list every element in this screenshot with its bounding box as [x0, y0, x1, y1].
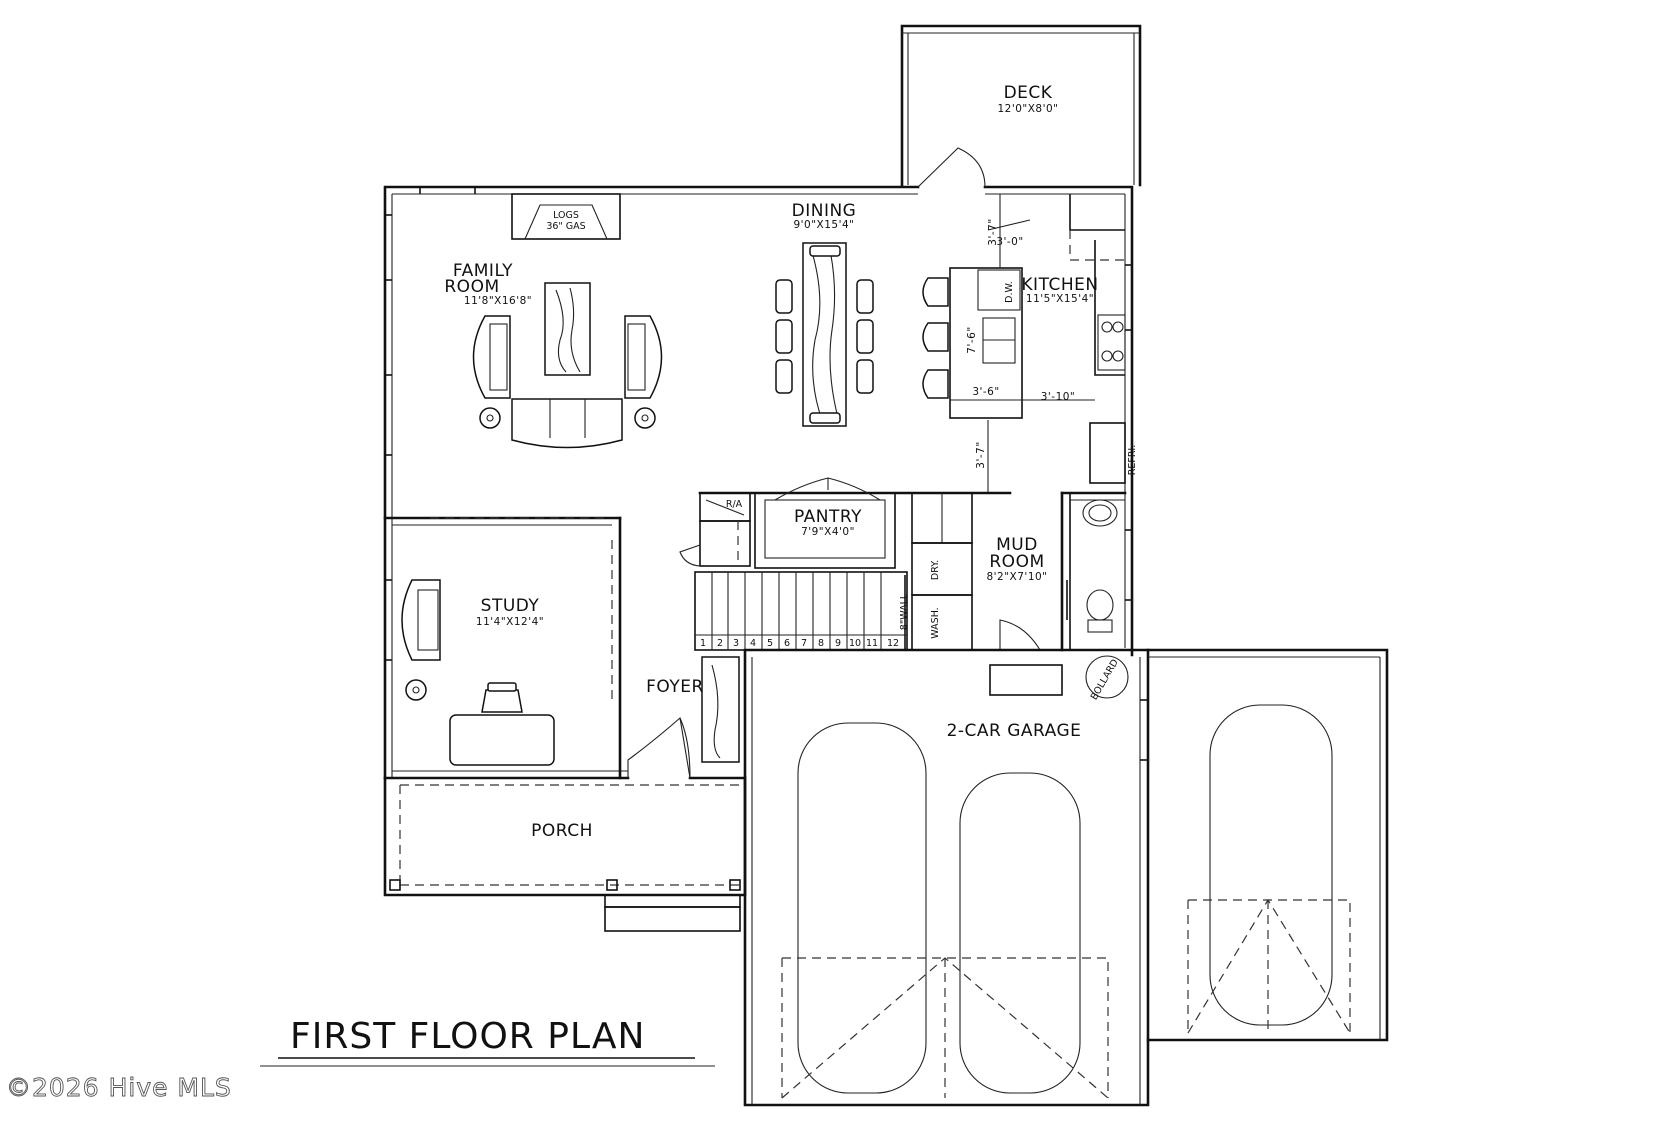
- step-number: 3: [733, 638, 739, 649]
- pantry-label: PANTRY: [794, 507, 862, 527]
- gas-label: 36" GAS: [546, 221, 585, 232]
- step-number: 9: [835, 638, 841, 649]
- step-number: 4: [750, 638, 756, 649]
- step-number: 11: [866, 638, 878, 649]
- mud-room-label-2: ROOM: [989, 552, 1044, 572]
- kitchen-island: D.W.: [922, 267, 1023, 419]
- dining-label: DINING: [792, 201, 857, 221]
- return-air-label: R/A: [726, 499, 743, 510]
- plan-title-block: FIRST FLOOR PLAN: [260, 1016, 715, 1067]
- family-room-size: 11'8"X16'8": [464, 295, 532, 307]
- garage: BOLLARD: [743, 648, 1389, 1107]
- deck-size: 12'0"X8'0": [997, 103, 1058, 115]
- family-room-label-1: FAMILY: [453, 261, 513, 281]
- dim-3-7-bottom: 3'-7": [975, 441, 987, 468]
- dim-3-10: 3'-10": [1041, 391, 1076, 403]
- dining-size: 9'0"X15'4": [793, 219, 854, 231]
- stairs: [694, 571, 908, 763]
- step-number: 1: [700, 638, 706, 649]
- step-number: 12: [887, 638, 899, 649]
- refrigerator-label: REFRI.: [1127, 445, 1138, 476]
- step-number: 8: [818, 638, 824, 649]
- dim-3-6: 3'-6": [972, 386, 999, 398]
- foyer-label: FOYER: [646, 677, 704, 697]
- porch-label: PORCH: [531, 821, 593, 841]
- family-room-furniture: [472, 282, 663, 449]
- dishwasher-label: D.W.: [1004, 281, 1015, 303]
- porch: [383, 776, 747, 932]
- fireplace: LOGS 36" GAS: [511, 193, 621, 240]
- kitchen-counters: REFRI. 3'-0" 3'-7" 7'-6" 3'-6" 3'-10" 3'…: [950, 194, 1138, 493]
- step-number: 10: [849, 638, 861, 649]
- kitchen-size: 11'5"X15'4": [1026, 293, 1094, 305]
- bollard-label: BOLLARD: [1089, 657, 1121, 702]
- exterior-walls: [383, 185, 1134, 780]
- family-room-label-2: ROOM: [444, 277, 499, 297]
- interior-walls: R/A DRY. WASH. 8"WALL: [383, 477, 1127, 780]
- pantry-size: 7'9"X4'0": [801, 526, 855, 538]
- dim-7-6: 7'-6": [966, 326, 978, 353]
- step-number: 2: [717, 638, 723, 649]
- study-size: 11'4"X12'4": [476, 616, 544, 628]
- deck-label: DECK: [1004, 83, 1053, 103]
- copyright-watermark: ©2026 Hive MLS: [6, 1073, 232, 1102]
- dim-3-7-top: 3'-7": [987, 218, 999, 245]
- kitchen-label: KITCHEN: [1021, 275, 1098, 295]
- step-number: 7: [801, 638, 807, 649]
- study-furniture: [401, 579, 555, 766]
- step-number: 6: [784, 638, 790, 649]
- logs-label: LOGS: [553, 210, 579, 221]
- garage-label: 2-CAR GARAGE: [947, 721, 1082, 741]
- plan-title: FIRST FLOOR PLAN: [290, 1016, 645, 1057]
- washer-label: WASH.: [930, 607, 941, 638]
- dining-table: [775, 242, 874, 427]
- mud-room-label-1: MUD: [996, 535, 1038, 555]
- room-labels: DECK 12'0"X8'0" DINING 9'0"X15'4" FAMILY…: [444, 83, 1098, 841]
- deck-door: [917, 147, 986, 188]
- dryer-label: DRY.: [930, 560, 941, 580]
- study-label: STUDY: [481, 596, 540, 616]
- wall-note: 8"WALL: [899, 593, 910, 630]
- dim-3-0: 3'-0": [996, 236, 1023, 248]
- mud-room-size: 8'2"X7'10": [986, 571, 1047, 583]
- step-number: 5: [767, 638, 773, 649]
- deck: [900, 24, 1142, 187]
- stair-step-numbers: 1 2 3 4 5 6 7 8 9 10 11 12: [700, 638, 899, 649]
